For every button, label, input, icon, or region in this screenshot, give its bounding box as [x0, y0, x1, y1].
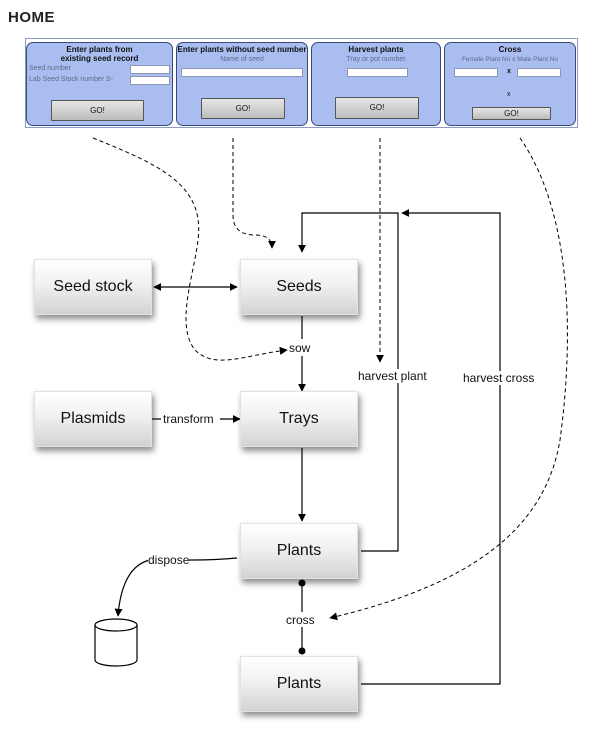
tray-or-pot-label: Tray or pot number [346, 56, 406, 63]
male-plant-input[interactable] [517, 68, 561, 77]
edge-label-harvest-cross: harvest cross [463, 371, 535, 385]
lab-seed-stock-label: Lab Seed Stock number S- [29, 76, 114, 83]
go-button-without[interactable]: GO! [201, 98, 285, 119]
card-existing-title: Enter plants from existing seed record [27, 45, 172, 63]
go-button-existing[interactable]: GO! [51, 100, 144, 121]
go-button-cross[interactable]: GO! [472, 107, 551, 120]
card-existing-seed: Enter plants from existing seed record S… [26, 42, 173, 126]
female-plant-input[interactable] [454, 68, 498, 77]
edge-label-dispose: dispose [148, 553, 190, 567]
card-without-seed: Enter plants without seed number Name of… [176, 42, 308, 126]
edge-harvest-cross-loop [361, 209, 501, 685]
card-existing-title-line1: Enter plants from [66, 45, 133, 54]
name-of-seed-label: Name of seed [220, 56, 264, 63]
edge-label-transform: transform [163, 412, 214, 426]
card-harvest-title: Harvest plants [348, 45, 404, 54]
edge-label-harvest-plant: harvest plant [358, 369, 427, 383]
edge-label-cross: cross [286, 613, 315, 627]
node-seeds: Seeds [240, 259, 358, 315]
dashed-without-to-seeds [232, 138, 276, 249]
card-existing-title-line2: existing seed record [60, 54, 139, 63]
card-cross: Cross Female Plant No x Male Plant No x … [444, 42, 576, 126]
card-without-title: Enter plants without seed number [177, 45, 307, 54]
database-cylinder-icon [94, 618, 138, 667]
seed-number-label: Seed number [29, 65, 72, 72]
action-panel: Enter plants from existing seed record S… [25, 38, 578, 128]
female-male-label: Female Plant No x Male Plant No [461, 56, 559, 63]
card-harvest-plants: Harvest plants Tray or pot number GO! [311, 42, 441, 126]
go-button-harvest[interactable]: GO! [335, 97, 419, 119]
node-seed-stock: Seed stock [34, 259, 152, 315]
node-plants-2: Plants [240, 656, 358, 712]
cross-dot-bottom [298, 647, 306, 655]
node-trays: Trays [240, 391, 358, 447]
cross-x-symbol-2: x [507, 91, 511, 98]
cross-x-symbol: x [507, 68, 511, 75]
edge-harvest-plant-loop [298, 212, 399, 552]
edge-label-sow: sow [289, 341, 311, 355]
dashed-existing-to-sow [92, 137, 288, 361]
node-plants: Plants [240, 523, 358, 579]
node-plasmids: Plasmids [34, 391, 152, 447]
page-title: HOME [8, 9, 55, 26]
dashed-cross-to-label [329, 137, 568, 621]
cross-dot-top [298, 579, 306, 587]
card-cross-title: Cross [498, 45, 522, 54]
tray-or-pot-input[interactable] [347, 68, 408, 77]
name-of-seed-input[interactable] [181, 68, 303, 77]
lab-seed-stock-input[interactable] [130, 76, 170, 85]
seed-number-input[interactable] [130, 65, 170, 74]
